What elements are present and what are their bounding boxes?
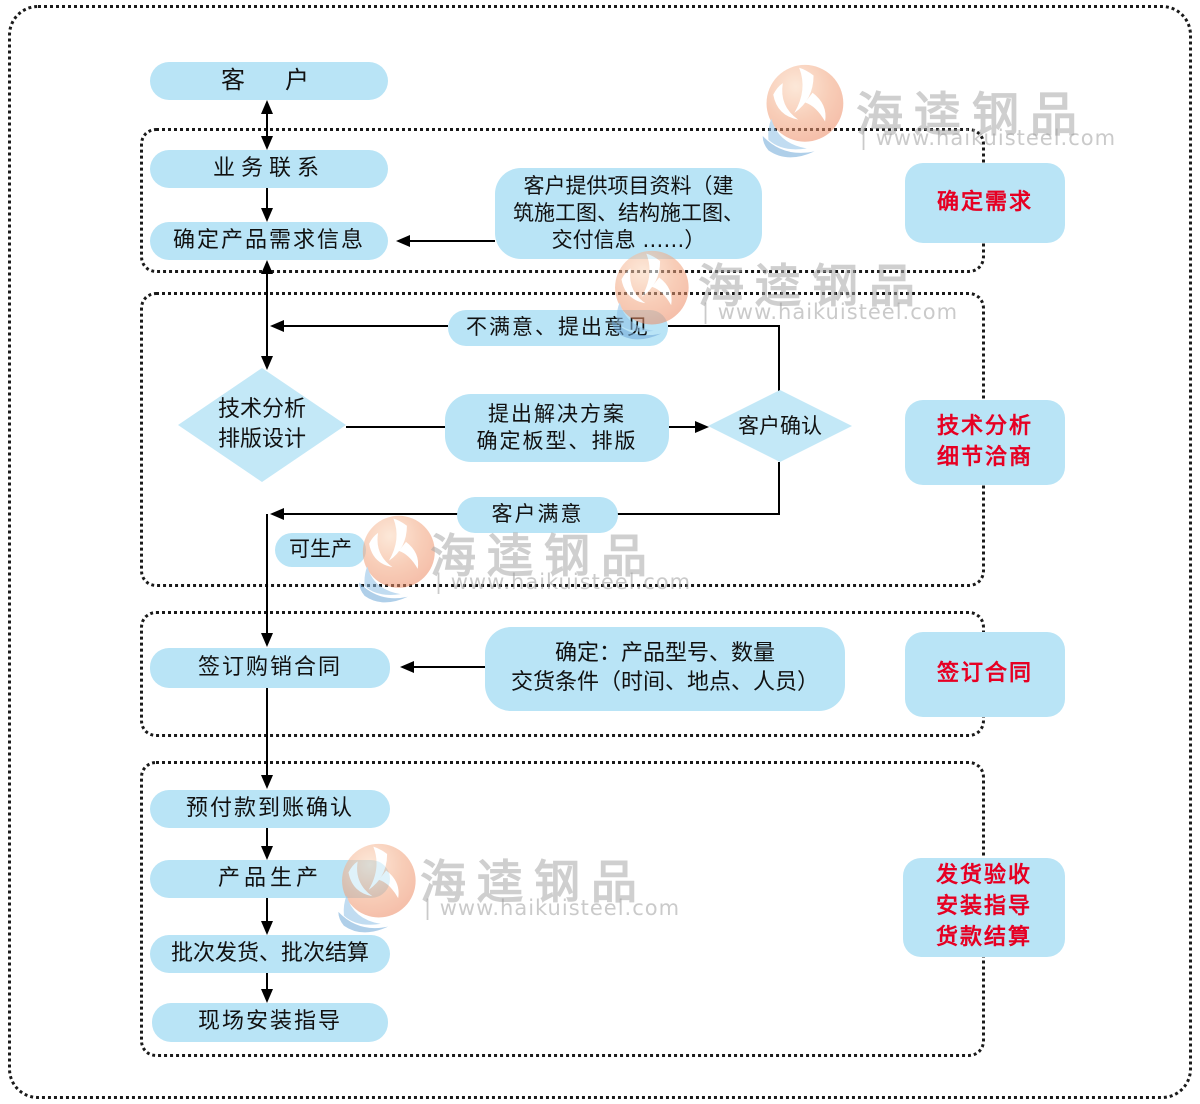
arrowhead-down-analysis — [261, 356, 273, 370]
stage-label-requirements: 确定需求 — [905, 163, 1065, 243]
node-customer-satisfied: 客户满意 — [457, 497, 618, 533]
node-contract-details: 确定：产品型号、数量 交货条件（时间、地点、人员） — [485, 627, 845, 711]
connector-batch-site — [266, 973, 268, 990]
connector-production-batch — [266, 898, 268, 922]
connector-analysis-solution — [346, 426, 445, 428]
contract-details-line1: 确定：产品型号、数量 — [554, 641, 775, 667]
node-sign-contract: 签订购销合同 — [150, 648, 390, 688]
node-requirement-info: 确定产品需求信息 — [150, 222, 388, 260]
node-can-produce: 可生产 — [275, 533, 366, 567]
arrowhead-down-business — [261, 136, 273, 150]
connector-requirement-analysis — [266, 272, 268, 358]
arrowhead-down-requirement — [261, 208, 273, 222]
stage4-line3: 货款结算 — [935, 924, 1032, 950]
stage4-line1: 发货验收 — [935, 863, 1032, 889]
arrowhead-left-feedback — [270, 320, 284, 332]
arrowhead-up-requirement — [261, 260, 273, 274]
stage2-line1: 技术分析 — [936, 413, 1033, 439]
node-business-contact: 业务联系 — [150, 150, 388, 188]
connector-feedback-right — [668, 325, 780, 327]
node-project-materials: 客户提供项目资料（建 筑施工图、结构施工图、 交付信息 ……） — [495, 168, 762, 259]
arrowhead-up-customer — [261, 100, 273, 114]
arrowhead-down-site — [261, 989, 273, 1003]
arrowhead-left-satisfied — [270, 508, 284, 520]
stage4-line2: 安装指导 — [935, 894, 1032, 920]
stage2-line2: 细节洽商 — [936, 444, 1033, 470]
project-materials-line2: 筑施工图、结构施工图、 — [513, 200, 744, 225]
connector-solution-confirm — [669, 426, 695, 428]
connector-confirm-feedback — [778, 326, 780, 392]
solution-line1: 提出解决方案 — [488, 401, 626, 426]
connector-contract-prepayment — [266, 688, 268, 775]
stage-label-delivery: 发货验收 安装指导 货款结算 — [903, 858, 1065, 957]
arrowhead-down-batch — [261, 921, 273, 935]
connector-details-contract — [414, 666, 485, 668]
connector-business-requirement — [266, 188, 268, 210]
node-batch-delivery: 批次发货、批次结算 — [150, 935, 390, 973]
arrowhead-left-contract — [400, 661, 414, 673]
connector-confirm-satisfied-v — [778, 462, 780, 513]
arrowhead-right-confirm — [695, 421, 709, 433]
connector-produce-contract — [266, 514, 268, 633]
connector-prepayment-production — [266, 828, 268, 847]
arrowhead-down-prepayment — [261, 775, 273, 789]
stage-label-contract: 签订合同 — [905, 632, 1065, 717]
project-materials-line1: 客户提供项目资料（建 — [523, 173, 734, 198]
node-prepayment-confirm: 预付款到账确认 — [150, 790, 390, 828]
connector-materials-requirement — [410, 240, 495, 242]
arrowhead-left-requirement — [396, 235, 410, 247]
node-production: 产品生产 — [150, 860, 390, 898]
tech-analysis-line1: 技术分析 — [217, 397, 306, 423]
solution-line2: 确定板型、排版 — [476, 429, 638, 453]
tech-analysis-line2: 排版设计 — [217, 427, 306, 452]
connector-customer-business — [266, 112, 268, 138]
node-site-installation: 现场安装指导 — [152, 1003, 388, 1042]
arrowhead-down-production — [261, 846, 273, 860]
node-customer: 客 户 — [150, 62, 388, 100]
node-solution: 提出解决方案 确定板型、排版 — [445, 394, 669, 462]
stage-label-tech-analysis: 技术分析 细节洽商 — [905, 400, 1065, 485]
arrowhead-down-contract — [261, 633, 273, 647]
contract-details-line2: 交货条件（时间、地点、人员） — [510, 670, 819, 695]
connector-feedback-left — [284, 325, 448, 327]
outer-dotted-border — [8, 5, 1192, 1099]
node-unsatisfied-feedback: 不满意、提出意见 — [448, 310, 668, 346]
project-materials-line3: 交付信息 ……） — [551, 228, 706, 253]
